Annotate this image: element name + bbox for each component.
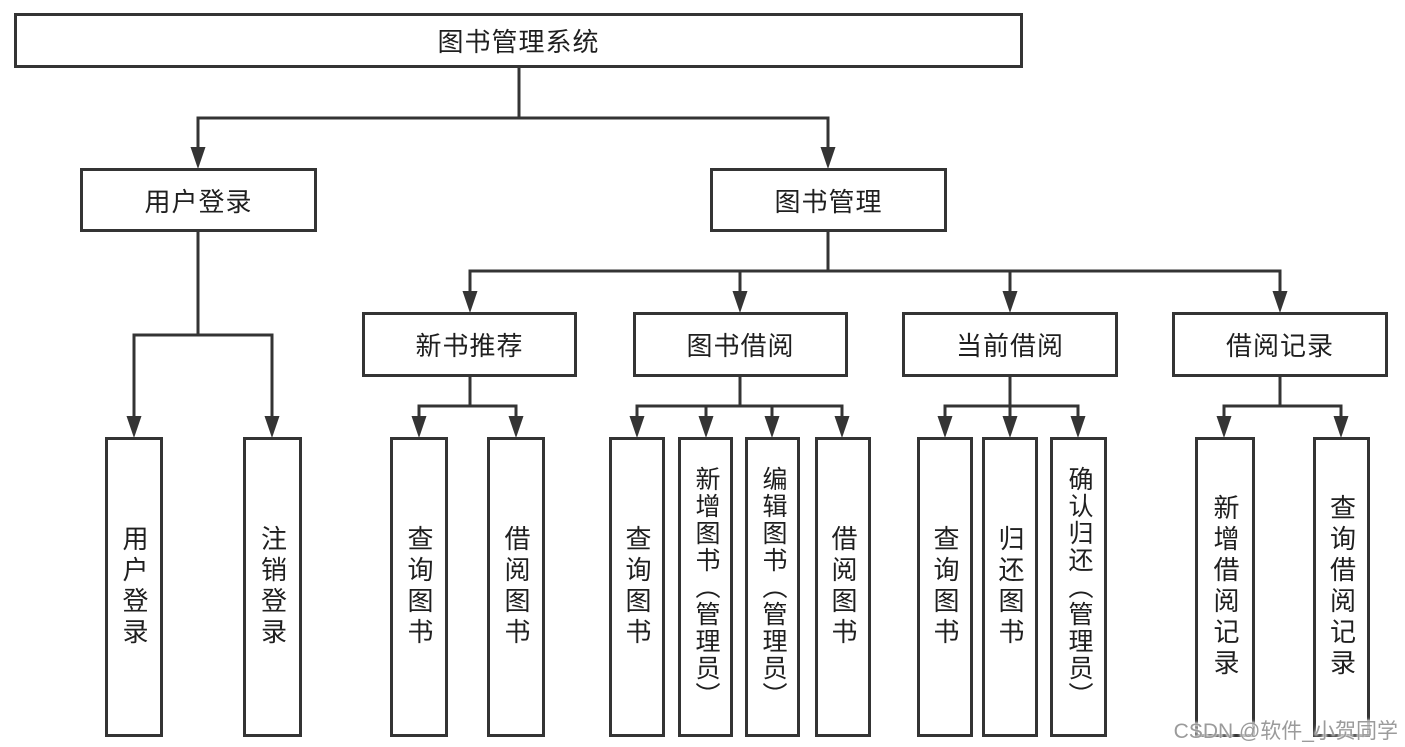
node-leaf-bb-borrow-book: 借阅图书 (815, 437, 871, 737)
node-root: 图书管理系统 (14, 13, 1023, 68)
node-user-login-label: 用户登录 (144, 186, 253, 217)
node-leaf-br-add-record-label: 新增借阅记录 (1210, 494, 1240, 680)
node-leaf-bb-add-book-label: 新增图书（管理员） (692, 465, 720, 709)
node-leaf-bb-add-book: 新增图书（管理员） (678, 437, 733, 737)
watermark: CSDN @软件_小贺同学 (1173, 720, 1398, 743)
node-leaf-bb-borrow-book-label: 借阅图书 (828, 525, 858, 649)
node-leaf-logout-label: 注销登录 (257, 525, 288, 649)
node-leaf-bb-query-book: 查询图书 (609, 437, 665, 737)
node-new-book-rec: 新书推荐 (362, 312, 577, 377)
node-current-borrow: 当前借阅 (902, 312, 1118, 377)
node-leaf-cb-return-book: 归还图书 (982, 437, 1038, 737)
node-borrow-record: 借阅记录 (1172, 312, 1388, 377)
node-leaf-bb-edit-book: 编辑图书（管理员） (745, 437, 800, 737)
node-leaf-br-query-record-label: 查询借阅记录 (1326, 494, 1357, 680)
node-leaf-cb-return-book-label: 归还图书 (995, 525, 1025, 649)
node-leaf-cb-confirm-return-label: 确认归还（管理员） (1065, 465, 1093, 709)
node-leaf-cb-confirm-return: 确认归还（管理员） (1050, 437, 1107, 737)
connector-user-login-branch (126, 232, 280, 438)
node-leaf-br-query-record: 查询借阅记录 (1313, 437, 1370, 737)
node-leaf-rec-borrow-book-label: 借阅图书 (501, 525, 531, 649)
node-root-label: 图书管理系统 (437, 27, 600, 57)
connector-root-to-level2 (190, 68, 836, 169)
connector-book-mgmt-branch (462, 232, 1288, 313)
connector-book-borrow-branch (629, 377, 850, 438)
node-leaf-rec-borrow-book: 借阅图书 (487, 437, 545, 737)
node-book-mgmt: 图书管理 (710, 168, 947, 232)
node-leaf-logout: 注销登录 (243, 437, 302, 737)
node-leaf-cb-query-book-label: 查询图书 (930, 525, 960, 649)
node-borrow-record-label: 借阅记录 (1225, 331, 1334, 361)
connector-current-borrow-branch (937, 377, 1086, 438)
connector-borrow-record-branch (1216, 377, 1349, 438)
node-leaf-bb-edit-book-label: 编辑图书（管理员） (759, 465, 787, 709)
node-current-borrow-label: 当前借阅 (955, 331, 1064, 361)
node-leaf-cb-query-book: 查询图书 (917, 437, 973, 737)
node-leaf-user-login: 用户登录 (105, 437, 163, 737)
node-leaf-bb-query-book-label: 查询图书 (622, 525, 652, 649)
connector-new-book-rec-branch (411, 377, 524, 438)
node-leaf-rec-query-book-label: 查询图书 (404, 525, 434, 649)
node-leaf-rec-query-book: 查询图书 (390, 437, 448, 737)
node-user-login: 用户登录 (80, 168, 317, 232)
node-leaf-br-add-record: 新增借阅记录 (1195, 437, 1255, 737)
node-new-book-rec-label: 新书推荐 (415, 331, 524, 361)
node-book-borrow: 图书借阅 (633, 312, 848, 377)
node-book-mgmt-label: 图书管理 (774, 186, 883, 217)
node-leaf-user-login-label: 用户登录 (119, 525, 149, 649)
node-book-borrow-label: 图书借阅 (686, 331, 795, 361)
